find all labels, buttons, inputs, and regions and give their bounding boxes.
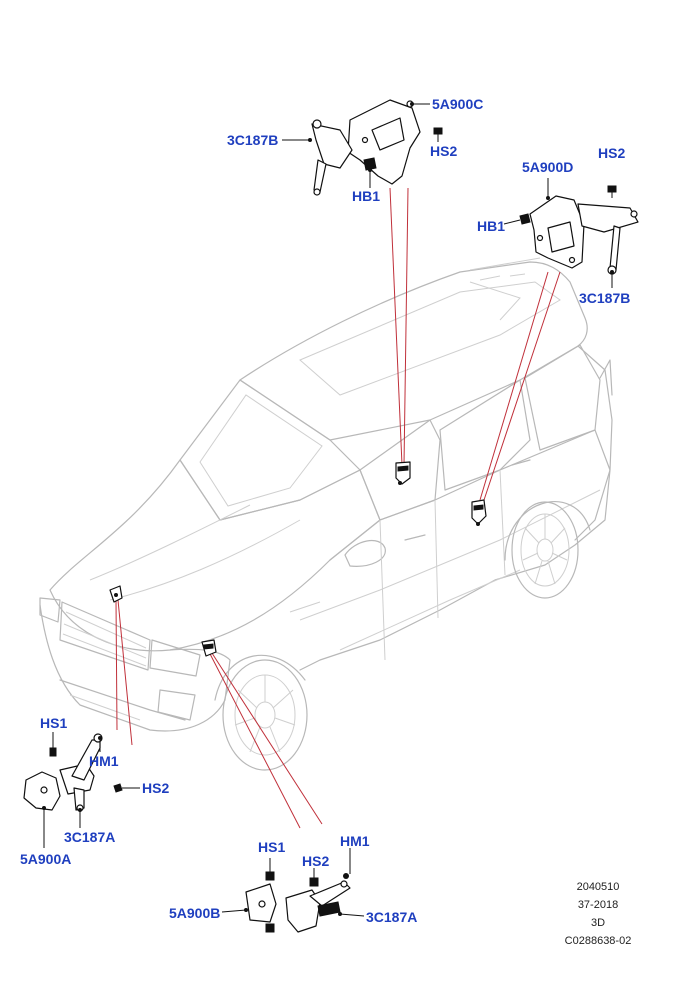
label-3c187a-front-right: 3C187A	[366, 909, 417, 925]
sensor-3c187b-rr	[577, 203, 639, 233]
front-left-sensor-assembly	[23, 732, 140, 848]
rear-wheel	[504, 501, 591, 599]
label-3c187b-rear-right: 3C187B	[579, 290, 630, 306]
front-right-sensor-assembly	[221, 848, 365, 933]
label-5a900c: 5A900C	[432, 96, 483, 112]
label-3c187b-rear-left: 3C187B	[227, 132, 278, 148]
label-hb1-rear-left: HB1	[352, 188, 380, 204]
reference-view: 3D	[591, 917, 605, 929]
sensor-3c187b-rl	[311, 123, 353, 169]
sensor-marker-rear-right	[471, 499, 487, 526]
sensor-marker-front-right	[201, 639, 217, 657]
rear-right-sensor-assembly	[519, 185, 639, 275]
vehicle-sensor-markers	[109, 461, 487, 657]
location-leaders	[115, 187, 561, 829]
rear-left-sensor-assembly	[311, 99, 443, 196]
vehicle-outline	[39, 257, 613, 771]
reference-illustration-id: C0288638-02	[565, 935, 632, 947]
label-hm1-front-right: HM1	[340, 833, 370, 849]
label-3c187a-front-left: 3C187A	[64, 829, 115, 845]
top-label-leaders	[282, 102, 614, 288]
sensor-3c187a-fr	[285, 889, 321, 933]
reference-block: 2040510 37-2018 3D C0288638-02	[565, 881, 632, 947]
sensor-marker-front-left	[109, 585, 123, 603]
label-hb1-rear-right: HB1	[477, 218, 505, 234]
label-hs1-front-right: HS1	[258, 839, 285, 855]
label-5a900a: 5A900A	[20, 851, 71, 867]
label-5a900d: 5A900D	[522, 159, 573, 175]
label-hm1-front-left: HM1	[89, 753, 119, 769]
reference-number: 2040510	[577, 881, 620, 893]
label-hs2-front-left: HS2	[142, 780, 169, 796]
reference-date-code: 37-2018	[578, 899, 618, 911]
label-hs2-rear-right: HS2	[598, 145, 625, 161]
label-hs2-rear-left: HS2	[430, 143, 457, 159]
part-labels: 5A900C 3C187B HS2 HB1 5A900D HS2 HB1 3C1…	[20, 96, 630, 925]
sensor-marker-rear-left	[395, 461, 411, 485]
label-hs2-front-right: HS2	[302, 853, 329, 869]
label-hs1-front-left: HS1	[40, 715, 67, 731]
label-5a900b: 5A900B	[169, 905, 220, 921]
